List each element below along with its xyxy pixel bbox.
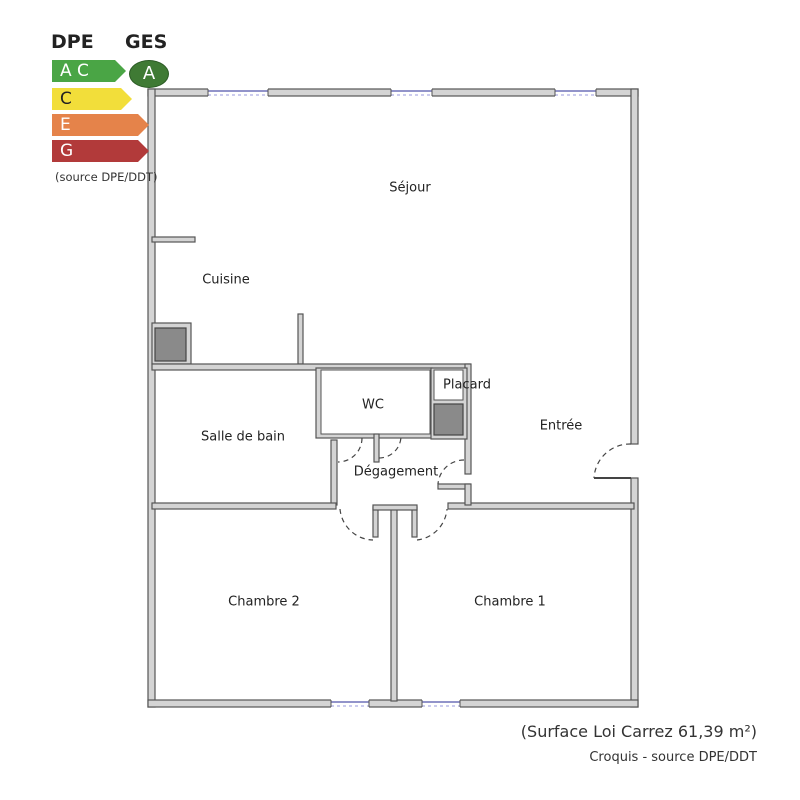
dpe-bar-c: C — [52, 88, 132, 110]
room-label-chambre1: Chambre 1 — [474, 594, 546, 610]
room-label-entree: Entrée — [539, 418, 583, 434]
dpe-bar-g: G — [52, 140, 149, 162]
room-label-degagement: Dégagement — [353, 464, 439, 480]
legend-source: (source DPE/DDT) — [55, 170, 158, 184]
ges-title: GES — [125, 31, 168, 53]
room-label-placard: Placard — [443, 377, 491, 393]
dpe-title: DPE — [51, 31, 94, 53]
arrow-shape-icon — [52, 140, 149, 162]
credit-caption: Croquis - source DPE/DDT — [589, 750, 757, 765]
room-label-cuisine: Cuisine — [202, 272, 250, 288]
room-label-salle-de-bain: Salle de bain — [200, 429, 286, 445]
arrow-shape-icon — [52, 60, 126, 82]
room-label-wc: WC — [362, 397, 384, 413]
ges-badge: A — [129, 60, 169, 88]
arrow-shape-icon — [52, 114, 149, 136]
dpe-bar-ac: A C — [52, 60, 126, 82]
arrow-shape-icon — [52, 88, 132, 110]
windows — [207, 88, 597, 708]
dpe-bar-e: E — [52, 114, 149, 136]
room-label-sejour: Séjour — [389, 180, 431, 196]
door-swings — [337, 435, 632, 541]
room-label-chambre2: Chambre 2 — [228, 594, 300, 610]
surface-caption: (Surface Loi Carrez 61,39 m²) — [520, 722, 757, 741]
interior-walls — [151, 236, 635, 702]
